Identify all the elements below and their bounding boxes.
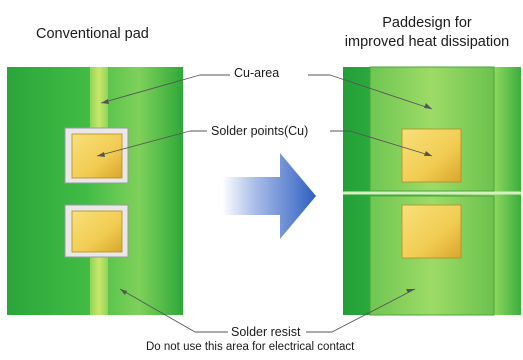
leader-arrowheads	[97, 99, 432, 295]
improved-pad-title: Paddesign for improved heat dissipation	[312, 14, 523, 52]
arrowhead-solder-left	[97, 152, 105, 157]
electrical-contact-note: Do not use this area for electrical cont…	[146, 341, 355, 353]
solder-resist-label: Solder resist	[231, 325, 301, 339]
leader-resist-left	[119, 288, 196, 333]
copper-trace-top	[90, 67, 108, 129]
leader-cu-left	[100, 74, 201, 104]
arrowhead-solder-right	[424, 151, 432, 156]
arrow-shape	[222, 153, 316, 239]
leader-lines	[96, 74, 433, 333]
conventional-board	[7, 67, 183, 315]
leader-solder-right	[349, 130, 433, 157]
arrowhead-resist-right	[406, 289, 415, 293]
conventional-pad-title: Conventional pad	[36, 26, 149, 42]
copper-trace-bottom	[90, 252, 108, 315]
solder-pad-bottom	[71, 210, 123, 253]
improved-board	[343, 66, 521, 316]
improved-pad-title-line1: Paddesign for	[382, 15, 472, 31]
direction-arrow	[222, 153, 316, 239]
leader-resist-right	[331, 288, 416, 333]
leader-solder-left	[96, 130, 191, 157]
solder-points-label: Solder points(Cu)	[211, 124, 309, 138]
arrowhead-cu-left	[101, 99, 109, 104]
leader-cu-right	[329, 74, 433, 110]
arrowhead-cu-right	[424, 103, 432, 109]
cu-area-label: Cu-area	[234, 66, 280, 80]
solder-pad-right-bottom	[401, 204, 462, 259]
improved-pad-title-line2: improved heat dissipation	[344, 34, 510, 50]
arrowhead-resist-left	[120, 289, 127, 295]
